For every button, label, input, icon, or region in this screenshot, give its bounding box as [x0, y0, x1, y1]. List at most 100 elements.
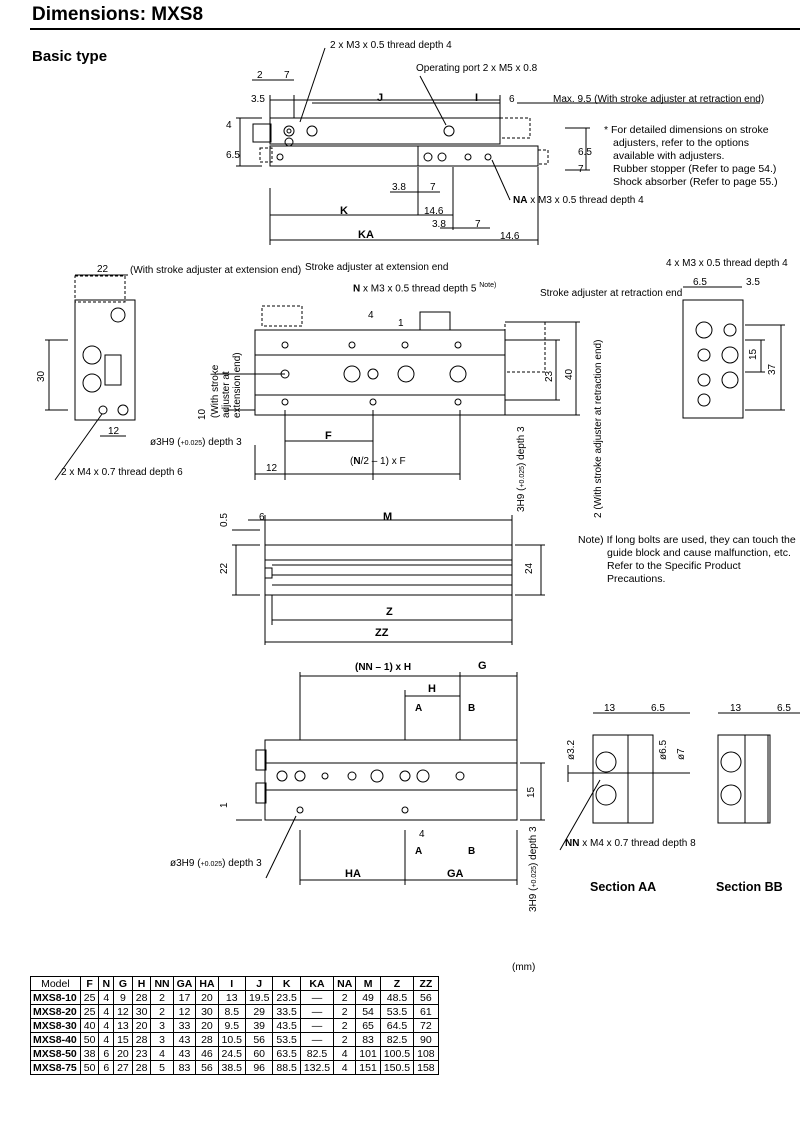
table-cell: 20	[195, 1018, 219, 1033]
table-header-cell: J	[244, 976, 274, 991]
dim-7b: 7	[430, 182, 436, 193]
dim-phi3-2: ø3.2	[566, 739, 577, 760]
section-subtitle: Basic type	[32, 48, 108, 65]
label-stroke-ret: Stroke adjuster at retraction end	[540, 288, 683, 299]
table-cell-model: MXS8-10	[30, 990, 81, 1005]
dim-2: 2	[257, 70, 263, 81]
label-n: N	[353, 283, 361, 295]
dim-6-5-end: 6.5	[693, 277, 707, 288]
dim-15: 15	[748, 348, 759, 360]
table-cell-model: MXS8-40	[30, 1032, 81, 1047]
table-cell: 4	[333, 1046, 357, 1061]
dim-B-bottom: B	[468, 846, 476, 857]
table-cell: 2	[150, 1004, 174, 1019]
table-cell: 56	[413, 990, 439, 1005]
dim-6-side: 6	[259, 512, 265, 523]
table-cell: 60	[244, 1046, 274, 1061]
tol-upper: +0.025	[180, 440, 203, 447]
table-cell: 88.5	[272, 1060, 301, 1075]
dim-A-bottom: A	[415, 846, 423, 857]
dim-6-5-bb: 6.5	[777, 703, 791, 714]
table-cell: 38	[79, 1046, 100, 1061]
dim-Z: Z	[386, 606, 393, 618]
dim-13-aa: 13	[604, 703, 616, 714]
dim-7c: 7	[475, 219, 481, 230]
table-cell: 101	[355, 1046, 381, 1061]
dim-KA: KA	[358, 229, 374, 241]
dim-12: 12	[108, 426, 120, 437]
section-bb-label: Section BB	[716, 880, 783, 894]
label-3h9-depth3-b: 3H9 (+0.025) depth 3	[528, 826, 539, 912]
dim-6: 6	[509, 94, 515, 105]
table-header-cell: GA	[172, 976, 197, 991]
dim-3-5: 3.5	[251, 94, 265, 105]
table-cell: 56	[244, 1032, 274, 1047]
table-cell: 2	[150, 990, 174, 1005]
table-header-cell: Z	[379, 976, 415, 991]
label-depth3: ) depth 3	[202, 437, 242, 448]
table-cell: 30	[131, 1004, 152, 1019]
label-thread-2xm3: 2 x M3 x 0.5 thread depth 4	[330, 40, 452, 51]
dim-4: 4	[226, 120, 232, 131]
table-cell: 72	[413, 1018, 439, 1033]
table-cell: 23	[131, 1046, 152, 1061]
table-cell: 4	[98, 1018, 115, 1033]
table-cell: 12	[172, 1004, 197, 1019]
label-with-stroke-ext-v: (With stroke adjuster at extension end)	[210, 352, 243, 418]
dim-GA: GA	[447, 868, 464, 880]
table-cell: 33.5	[272, 1004, 301, 1019]
table-cell: 53.5	[272, 1032, 301, 1047]
table-cell: 12	[113, 1004, 133, 1019]
table-cell: 28	[131, 990, 152, 1005]
table-cell: —	[299, 990, 335, 1005]
table-cell: 38.5	[217, 1060, 246, 1075]
dim-4-bottom: 4	[419, 829, 425, 840]
table-cell: 6	[98, 1046, 115, 1061]
dim-6-5-aa: 6.5	[651, 703, 665, 714]
dim-6-5: 6.5	[226, 150, 240, 161]
dim-G: G	[478, 660, 487, 672]
table-cell: 53.5	[379, 1004, 415, 1019]
table-cell: 5	[150, 1060, 174, 1075]
table-cell: 4	[98, 1004, 115, 1019]
dim-I: I	[475, 92, 479, 104]
table-header-cell: NA	[333, 976, 357, 991]
table-cell: —	[299, 1004, 335, 1019]
table-cell: 28	[131, 1032, 152, 1047]
dim-3-8b: 3.8	[432, 219, 446, 230]
dim-10: 10	[197, 408, 208, 420]
dim-J: J	[377, 92, 384, 104]
label-with-stroke-ret-v: 2 (With stroke adjuster at retraction en…	[593, 339, 604, 518]
label-nn: NN	[565, 838, 580, 849]
table-cell: 23.5	[272, 990, 301, 1005]
dim-7-right: 7	[578, 164, 584, 175]
table-cell: 2	[333, 1004, 357, 1019]
title-rule	[30, 28, 800, 30]
table-cell: 61	[413, 1004, 439, 1019]
table-cell: 40	[79, 1018, 100, 1033]
dim-23: 23	[544, 370, 555, 382]
table-cell: —	[299, 1032, 335, 1047]
table-cell: 83	[172, 1060, 197, 1075]
table-header-cell: N	[98, 976, 115, 991]
table-cell: 28	[195, 1032, 219, 1047]
dim-K: K	[340, 205, 348, 217]
table-cell: 29	[244, 1004, 274, 1019]
table-header-cell: H	[131, 976, 152, 991]
table-cell: 39	[244, 1018, 274, 1033]
label-n-thread: x M3 x 0.5 thread depth 5	[363, 283, 477, 295]
table-cell: 100.5	[379, 1046, 415, 1061]
table-header-cell: ZZ	[413, 976, 439, 991]
dim-6-5-right: 6.5	[578, 147, 592, 158]
dim-HA: HA	[345, 868, 361, 880]
table-cell: 4	[150, 1046, 174, 1061]
table-cell: 43	[172, 1032, 197, 1047]
table-cell: 9	[113, 990, 133, 1005]
dim-15-bottom: 15	[526, 786, 537, 798]
label-3h9-depth3: 3H9 (+0.025) depth 3	[516, 426, 527, 512]
label-nn-h: (NN – 1) x H	[355, 662, 412, 673]
